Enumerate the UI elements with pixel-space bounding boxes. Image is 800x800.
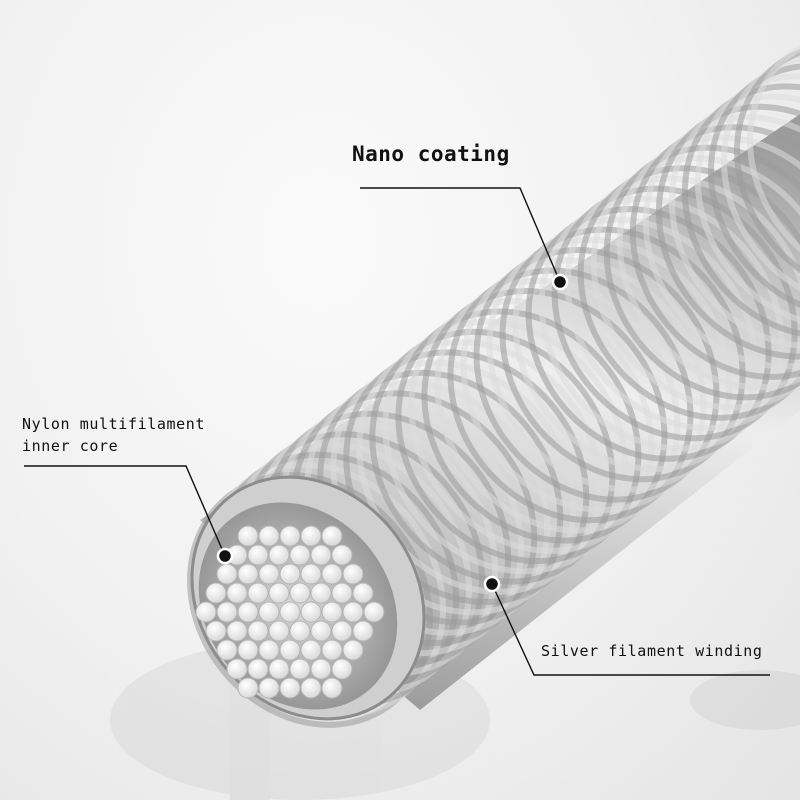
callout-target-markers: [216, 273, 569, 593]
core-fiber: [279, 525, 301, 547]
nano-coating-leader: [360, 187, 561, 283]
nylon-core-label: Nylon multifilament inner core: [22, 413, 205, 457]
core-fiber: [279, 639, 301, 661]
core-fiber: [321, 525, 343, 547]
core-fiber: [268, 582, 290, 604]
core-fiber: [331, 544, 353, 566]
core-fiber: [352, 582, 374, 604]
core-fiber: [331, 582, 353, 604]
nylon-multifilament-core: [195, 525, 385, 699]
core-fiber: [342, 639, 364, 661]
core-fiber: [321, 639, 343, 661]
silver-winding-coils: [187, 32, 800, 728]
silver-winding-leader: [491, 583, 770, 676]
core-fiber: [237, 639, 259, 661]
core-fiber: [258, 563, 280, 585]
core-fiber: [226, 658, 248, 680]
core-fiber: [226, 582, 248, 604]
core-fiber: [331, 658, 353, 680]
core-fiber: [310, 582, 332, 604]
core-fiber: [216, 563, 238, 585]
core-fiber: [289, 658, 311, 680]
nylon-core-label-line1: Nylon multifilament: [22, 415, 205, 433]
nano-coating-label: Nano coating: [352, 142, 510, 166]
silver-winding-marker: [483, 575, 501, 593]
core-fiber: [289, 582, 311, 604]
core-fiber: [247, 620, 269, 642]
core-fiber: [247, 658, 269, 680]
string-tube: [187, 32, 800, 728]
nylon-core-marker: [216, 547, 234, 565]
core-fiber: [237, 563, 259, 585]
core-fiber: [300, 525, 322, 547]
core-fiber: [195, 601, 217, 623]
core-fiber: [258, 677, 280, 699]
nylon-core-leader: [24, 465, 226, 557]
core-fiber: [289, 544, 311, 566]
core-fiber: [205, 620, 227, 642]
winding-coil: [747, 32, 800, 288]
core-fiber: [268, 544, 290, 566]
core-fiber: [226, 620, 248, 642]
nylon-core-label-line2: inner core: [22, 437, 119, 455]
core-fiber: [363, 601, 385, 623]
core-fiber: [247, 582, 269, 604]
nano-coating-marker: [551, 273, 569, 291]
core-fiber: [216, 601, 238, 623]
core-fiber: [258, 601, 280, 623]
callout-leader-lines: [24, 187, 770, 676]
core-fiber: [268, 658, 290, 680]
core-fiber: [352, 620, 374, 642]
core-fiber: [258, 525, 280, 547]
core-fiber: [342, 601, 364, 623]
core-fiber: [216, 639, 238, 661]
core-fiber: [321, 677, 343, 699]
core-fiber: [321, 563, 343, 585]
core-fiber: [279, 601, 301, 623]
silver-winding-label: Silver filament winding: [541, 642, 763, 660]
core-fiber: [237, 525, 259, 547]
core-fiber: [247, 544, 269, 566]
core-fiber: [310, 544, 332, 566]
core-fiber: [237, 601, 259, 623]
core-fiber: [300, 563, 322, 585]
core-fiber: [321, 601, 343, 623]
core-fiber: [310, 620, 332, 642]
core-fiber: [342, 563, 364, 585]
core-fiber: [300, 639, 322, 661]
core-fiber: [289, 620, 311, 642]
core-fiber: [268, 620, 290, 642]
core-fiber: [237, 677, 259, 699]
core-fiber: [300, 677, 322, 699]
core-fiber: [205, 582, 227, 604]
core-fiber: [258, 639, 280, 661]
core-fiber: [310, 658, 332, 680]
core-fiber: [279, 677, 301, 699]
core-fiber: [331, 620, 353, 642]
core-fiber: [279, 563, 301, 585]
core-fiber: [300, 601, 322, 623]
